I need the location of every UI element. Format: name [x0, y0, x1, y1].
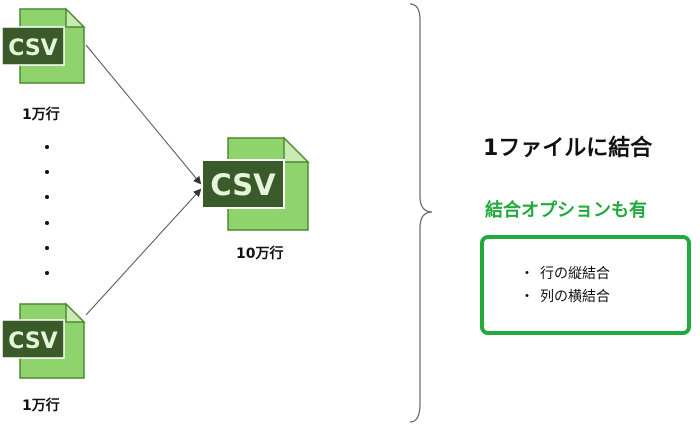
merge-options-heading: 結合オプションも有: [485, 200, 647, 221]
source-file-top-label: 1万行: [22, 107, 60, 123]
arrow-from-top-file: [85, 44, 202, 185]
merge-title: 1ファイルに結合: [483, 136, 653, 161]
source-file-top-icon: CSV: [0, 5, 86, 87]
bullet: ・: [520, 289, 534, 305]
ellipsis-dot: [45, 221, 49, 225]
source-file-bottom-label: 1万行: [22, 398, 60, 414]
bullet: ・: [520, 266, 534, 282]
result-file-label: 10万行: [236, 246, 284, 262]
merge-options-box: ・行の縦結合 ・列の横結合: [480, 235, 691, 335]
merge-options-list: ・行の縦結合 ・列の横結合: [520, 263, 610, 309]
ellipsis-dot: [45, 145, 49, 149]
option-horizontal-merge-label: 列の横結合: [540, 289, 610, 305]
ellipsis-dot: [45, 271, 49, 275]
ellipsis-dot: [45, 246, 49, 250]
ellipsis-dot: [45, 170, 49, 174]
option-vertical-merge: ・行の縦結合: [520, 263, 610, 286]
option-vertical-merge-label: 行の縦結合: [540, 266, 610, 282]
source-file-bottom-icon: CSV: [0, 300, 86, 382]
result-file-icon: CSV: [198, 134, 310, 234]
source-file-bottom-icon-text: CSV: [8, 329, 57, 354]
grouping-brace: [409, 3, 433, 423]
result-file-icon-text: CSV: [210, 168, 276, 202]
source-file-top-icon-text: CSV: [8, 36, 57, 61]
ellipsis-dot: [45, 195, 49, 199]
arrow-from-bottom-file: [85, 188, 202, 316]
option-horizontal-merge: ・列の横結合: [520, 286, 610, 309]
